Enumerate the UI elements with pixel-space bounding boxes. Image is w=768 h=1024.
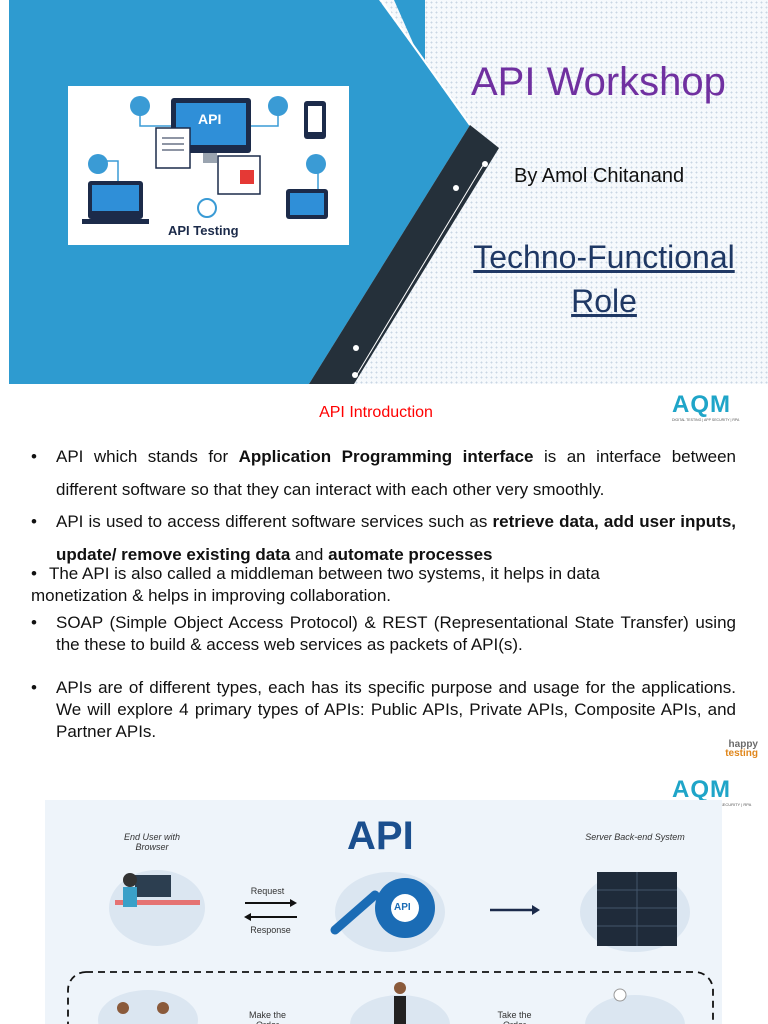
aqm-logo: AQM SECURITY | RPA [672,776,762,808]
customer-icon [157,1002,169,1014]
hero-caption: API Testing [168,223,239,238]
desk [115,900,200,905]
dashed-stripe [355,161,486,377]
diagram-heading: API [347,814,414,858]
request-label: Request [250,886,285,896]
band-dot [453,185,459,191]
bullet-text: and [290,545,329,564]
bullet-dot: • [31,512,37,531]
chef-icon [613,988,627,1002]
dark-band [309,125,499,384]
aqm-logo-tagline: DIGITAL TESTING | APP SECURITY | RPA [672,418,740,422]
wrench-icon [330,890,380,935]
aqm-logo-text: AQM [672,776,731,803]
api-flow-diagram: API End User with Browser Server Back-en… [45,800,722,1024]
cart-icon [306,154,326,174]
band-dot [352,372,358,378]
user-icon [130,96,150,116]
gear-api-label: API [394,902,411,913]
bullet-dot: • [31,564,37,583]
aqm-logo-text: AQM [672,391,731,418]
bullet-bold: retrieve data, add user inputs, update/ … [56,512,736,564]
diagram-graphics [67,870,714,1024]
document-icon [155,127,191,169]
bullet-item: • SOAP (Simple Object Access Protocol) &… [31,612,736,656]
title-slide: API API Testing API Workshop By Amol Chi… [9,0,768,384]
watermark-line: testing [725,748,758,759]
bullet-text: APIs are of different types, each has it… [56,678,736,741]
bullet-item: •The API is also called a middleman betw… [31,563,671,607]
aqm-logo: AQM DIGITAL TESTING | APP SECURITY | RPA [672,392,762,424]
workshop-title: API Workshop [471,60,726,104]
restaurant-analogy-box [67,971,714,1024]
bullet-item: • APIs are of different types, each has … [31,677,736,743]
section-title: API Introduction [319,404,433,421]
bullet-bold: automate processes [328,545,493,564]
bullet-item: • API which stands for Application Progr… [31,440,736,506]
bullet-text: SOAP (Simple Object Access Protocol) & R… [56,613,736,654]
waiter-icon [394,982,406,994]
customer-icon [117,1002,129,1014]
bullet-text: is an interface between different softwa… [56,447,736,499]
bullet-dot: • [31,447,37,466]
search-icon [88,154,108,174]
api-testing-graphic [82,96,328,224]
take-order-label: Take the Order [497,1010,532,1024]
bullet-text: The API is also called a middleman betwe… [31,564,600,605]
api-testing-illustration: API API Testing [68,86,349,245]
role-subtitle: Techno-Functional Role [473,239,735,319]
hero-api-label: API [198,111,222,127]
bullet-item: • API is used to access different softwa… [31,505,736,571]
presenter-byline: By Amol Chitanand [514,165,685,187]
gear-icon [197,198,217,218]
bullet-dot: • [31,613,37,632]
aqm-logo-tagline: SECURITY | RPA [720,802,752,807]
bullet-text: API which stands for [56,447,239,466]
user-monitor-icon [135,875,171,897]
bullet-dot: • [31,678,37,697]
response-label: Response [250,925,291,935]
white-stripe [380,0,471,126]
band-dot [353,345,359,351]
bullet-bold: Application Programming interface [238,447,534,466]
wifi-icon [268,96,288,116]
happy-testing-watermark: happy testing [708,739,758,759]
bullet-text: API is used to access different software… [56,512,493,531]
make-order-label: Make the Order [248,1010,287,1024]
end-user-caption: End User with Browser [123,832,181,852]
server-caption: Server Back-end System [585,832,685,842]
person-icon [123,873,137,887]
band-dot [482,161,488,167]
watermark-line: happy [728,739,758,750]
